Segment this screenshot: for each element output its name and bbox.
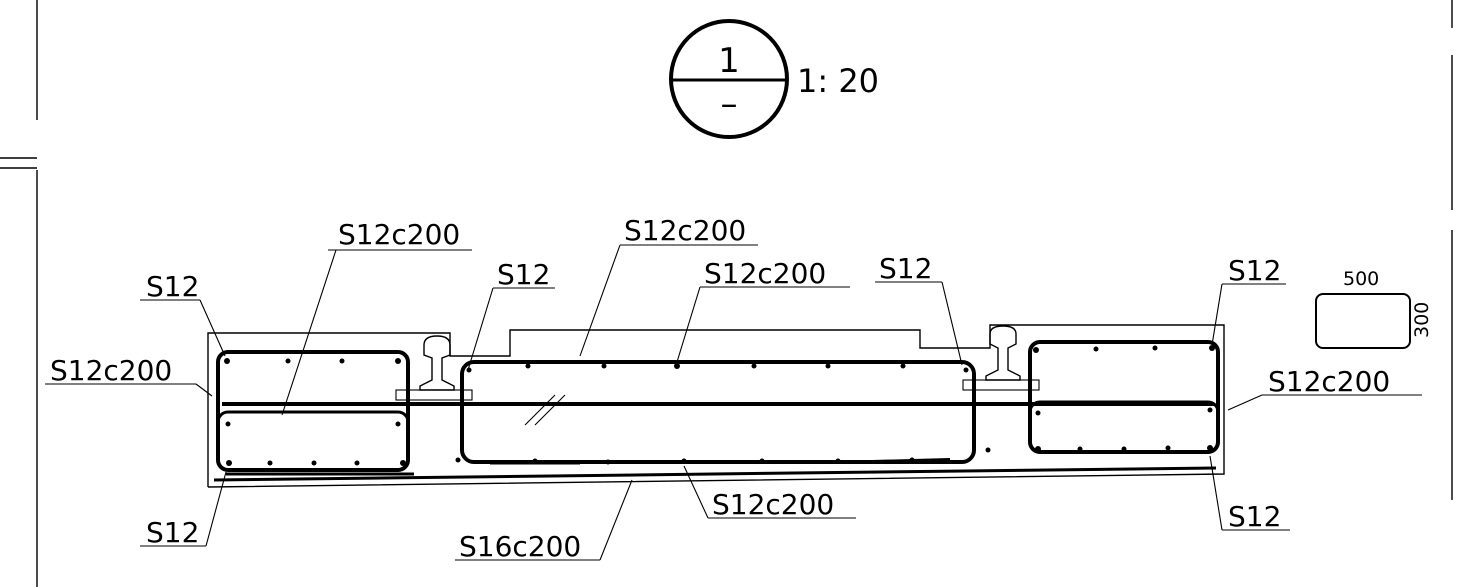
legend-height: 300 <box>1411 302 1433 338</box>
label-bottom-right-s12: S12 <box>1228 500 1281 533</box>
rebar-dots <box>224 345 1215 466</box>
label-right-s12c200: S12c200 <box>1268 365 1390 398</box>
label-top-left-s12: S12 <box>146 270 199 303</box>
bottom-bar-main <box>213 466 1217 482</box>
label-top-s12c200: S12c200 <box>624 214 746 247</box>
cage-right-upper <box>1028 340 1220 454</box>
label-mid-s12: S12 <box>497 258 550 291</box>
legend-width: 500 <box>1343 268 1379 290</box>
label-right-s12-a: S12 <box>879 252 932 285</box>
label-right-s12-b: S12 <box>1228 254 1281 287</box>
section-number: 1 <box>718 41 740 81</box>
label-mid-s12c200: S12c200 <box>704 257 826 290</box>
rebar-cages <box>213 340 1220 482</box>
label-bottom-s16c200: S16c200 <box>459 530 581 563</box>
section-callout: 1 – 1: 20 <box>669 19 879 139</box>
concrete-outline <box>207 324 1225 488</box>
cage-left-lower <box>216 410 410 472</box>
label-top-left-s12c200: S12c200 <box>338 218 460 251</box>
label-bottom-s12c200: S12c200 <box>712 488 834 521</box>
rail-right <box>962 325 1040 391</box>
section-sub-number: – <box>721 84 738 124</box>
rail-left <box>395 335 473 401</box>
label-bottom-left-s12: S12 <box>146 516 199 549</box>
leader-lines <box>45 244 1422 561</box>
section-scale: 1: 20 <box>797 62 879 100</box>
rebar-labels: S12 S12c200 S12c200 S12 S12c200 S12c200 … <box>50 214 1390 563</box>
label-left-s12c200: S12c200 <box>50 354 172 387</box>
stirrup-legend: 500 300 <box>1315 268 1433 349</box>
cage-middle <box>460 360 976 464</box>
cage-right-lower <box>1028 400 1220 454</box>
